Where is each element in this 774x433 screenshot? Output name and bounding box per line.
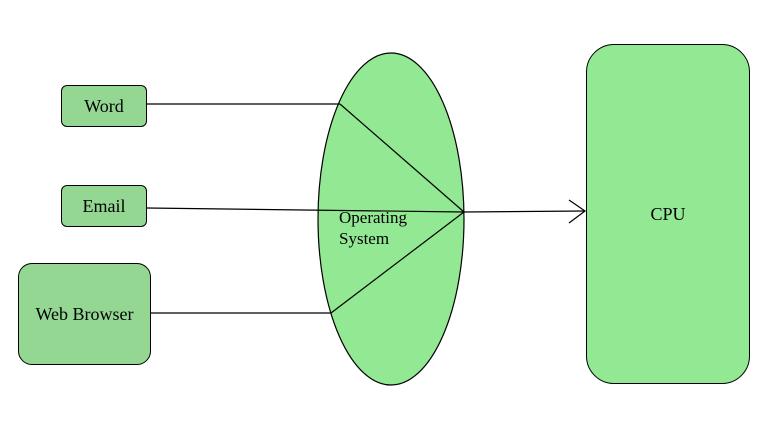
browser-os-funnel-line	[330, 211, 465, 314]
word-os-funnel-line	[339, 103, 465, 213]
word-label: Word	[84, 95, 124, 116]
email-app-box: Email	[61, 185, 147, 227]
os-to-cpu-arrow-line	[463, 210, 586, 213]
os-ellipse	[317, 52, 465, 386]
web-browser-label: Web Browser	[35, 303, 134, 324]
email-connector	[146, 207, 465, 213]
operating-system-label: Operating System	[339, 208, 407, 248]
web-browser-app-box: Web Browser	[18, 263, 151, 365]
cpu-label: CPU	[650, 203, 686, 224]
word-app-box: Word	[61, 85, 147, 127]
arrowhead-icon	[568, 199, 587, 224]
cpu-box: CPU	[586, 44, 750, 384]
email-label: Email	[82, 195, 126, 216]
